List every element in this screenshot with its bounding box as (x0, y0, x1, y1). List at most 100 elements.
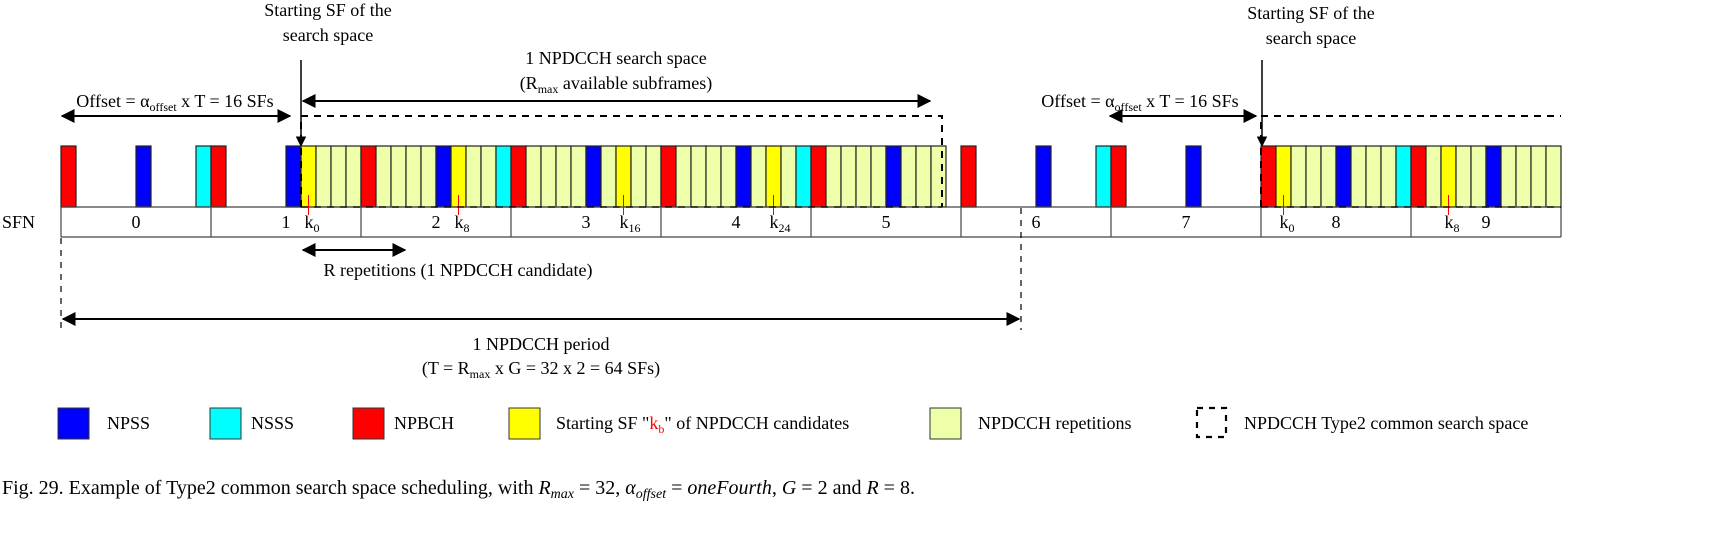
legend-item-repetitions: NPDCCH repetitions (929, 407, 1132, 440)
subframe-repetition (525, 145, 542, 208)
legend-label-npss: NPSS (107, 413, 150, 433)
subframe-repetition (465, 145, 482, 208)
subframe-npss (885, 145, 902, 208)
search-space-label-line2: (Rmax available subframes) (520, 73, 713, 96)
legend-swatch-npss (57, 407, 90, 440)
repetitions-label: R repetitions (1 NPDCCH candidate) (324, 260, 593, 281)
subframe-repetition (675, 145, 692, 208)
subframe-repetition (915, 145, 932, 208)
start-ss-annotation-1: Starting SF of the search space (264, 0, 392, 148)
start-ss-label-2-line1: Starting SF of the (1247, 3, 1375, 23)
sfn-frame-label: 9 (1482, 212, 1491, 232)
subframe-npbch (1110, 145, 1127, 208)
subframe-repetition (345, 145, 362, 208)
sfn-frame-label: 5 (882, 212, 891, 232)
subframe-repetition (555, 145, 572, 208)
subframe-npss (1485, 145, 1502, 208)
subframe-repetition (1350, 145, 1367, 208)
subframe-repetition (855, 145, 872, 208)
search-space-box (1260, 115, 1561, 207)
subframe-repetition (1380, 145, 1397, 208)
subframe-nsss (495, 145, 512, 208)
subframe-repetition (840, 145, 857, 208)
sfn-frame-label: 4 (732, 212, 741, 232)
subframe-repetition (930, 145, 947, 208)
subframe-repetition (1455, 145, 1472, 208)
legend-label-search-space: NPDCCH Type2 common search space (1244, 413, 1528, 433)
sfn-axis-label: SFN (2, 212, 35, 232)
subframe-repetition (1365, 145, 1382, 208)
subframe-repetition (1470, 145, 1487, 208)
subframe-repetition (870, 145, 887, 208)
subframe-npss (435, 145, 452, 208)
subframe-repetition (645, 145, 662, 208)
legend: NPSS NSSS NPBCH Starting SF "kb" of NPDC… (57, 406, 1528, 440)
legend-label-repetitions: NPDCCH repetitions (978, 413, 1132, 433)
period-annotation: 1 NPDCCH period (T = Rmax x G = 32 x 2 =… (60, 208, 1022, 381)
subframe-npbch (1260, 145, 1277, 208)
repetitions-annotation: R repetitions (1 NPDCCH candidate) (301, 243, 593, 281)
legend-label-start: Starting SF "kb" of NPDCCH candidates (556, 413, 849, 436)
subframe-repetition (720, 145, 737, 208)
subframe-npbch (60, 145, 77, 208)
legend-label-nsss: NSSS (251, 413, 294, 433)
subframe-npss (585, 145, 602, 208)
sfn-frame-label: 2 (432, 212, 441, 232)
figure-caption: Fig. 29. Example of Type2 common search … (2, 477, 915, 502)
legend-item-search-space: NPDCCH Type2 common search space (1195, 406, 1528, 439)
search-space-annotation: 1 NPDCCH search space (Rmax available su… (301, 48, 932, 108)
legend-item-nsss: NSSS (209, 407, 294, 440)
subframe-npbch (510, 145, 527, 208)
subframe-repetition (1500, 145, 1517, 208)
search-space-label-line1: 1 NPDCCH search space (525, 48, 706, 68)
start-ss-annotation-2: Starting SF of the search space (1247, 3, 1375, 148)
subframe-repetition (600, 145, 617, 208)
period-label-line1: 1 NPDCCH period (472, 334, 609, 354)
offset-annotation-1: Offset = αoffset x T = 16 SFs (60, 91, 292, 123)
legend-swatch-nsss (209, 407, 242, 440)
subframe-repetition (405, 145, 422, 208)
subframe-repetition (1305, 145, 1322, 208)
legend-label-npbch: NPBCH (394, 413, 454, 433)
legend-swatch-repetitions (929, 407, 962, 440)
k-marker-label: k8 (1445, 212, 1460, 235)
period-label-line2: (T = Rmax x G = 32 x 2 = 64 SFs) (422, 358, 660, 381)
subframe-npbch (810, 145, 827, 208)
subframe-repetition (825, 145, 842, 208)
subframe-repetition (1290, 145, 1307, 208)
start-ss-label-2-line2: search space (1266, 28, 1356, 48)
legend-swatch-dashed (1195, 406, 1228, 439)
subframe-npbch (360, 145, 377, 208)
subframe-nsss (195, 145, 212, 208)
sfn-frame-label: 6 (1032, 212, 1041, 232)
legend-item-npss: NPSS (57, 407, 150, 440)
subframe-repetition (315, 145, 332, 208)
subframe-repetition (420, 145, 437, 208)
k-marker-label: k24 (770, 212, 791, 235)
sfn-frame-label: 0 (132, 212, 141, 232)
sfn-frame-label: 3 (582, 212, 591, 232)
subframe-row (60, 145, 1562, 208)
subframe-repetition (690, 145, 707, 208)
subframe-repetition (1320, 145, 1337, 208)
subframe-repetition (1545, 145, 1562, 208)
sfn-frame-label: 8 (1332, 212, 1341, 232)
legend-swatch-start (508, 407, 541, 440)
subframe-repetition (480, 145, 497, 208)
subframe-npbch (960, 145, 977, 208)
offset-label-2: Offset = αoffset x T = 16 SFs (1041, 91, 1238, 114)
subframe-npss (735, 145, 752, 208)
subframe-repetition (570, 145, 587, 208)
subframe-npbch (1410, 145, 1427, 208)
subframe-npss (1335, 145, 1352, 208)
subframe-nsss (1095, 145, 1112, 208)
search-space-boxes (300, 115, 1561, 208)
subframe-npss (1035, 145, 1052, 208)
subframe-repetition (780, 145, 797, 208)
subframe-npss (1185, 145, 1202, 208)
sfn-frame-label: 7 (1182, 212, 1191, 232)
search-space-box (300, 115, 943, 207)
start-ss-label-1-line2: search space (283, 25, 373, 45)
subframe-npss (285, 145, 302, 208)
